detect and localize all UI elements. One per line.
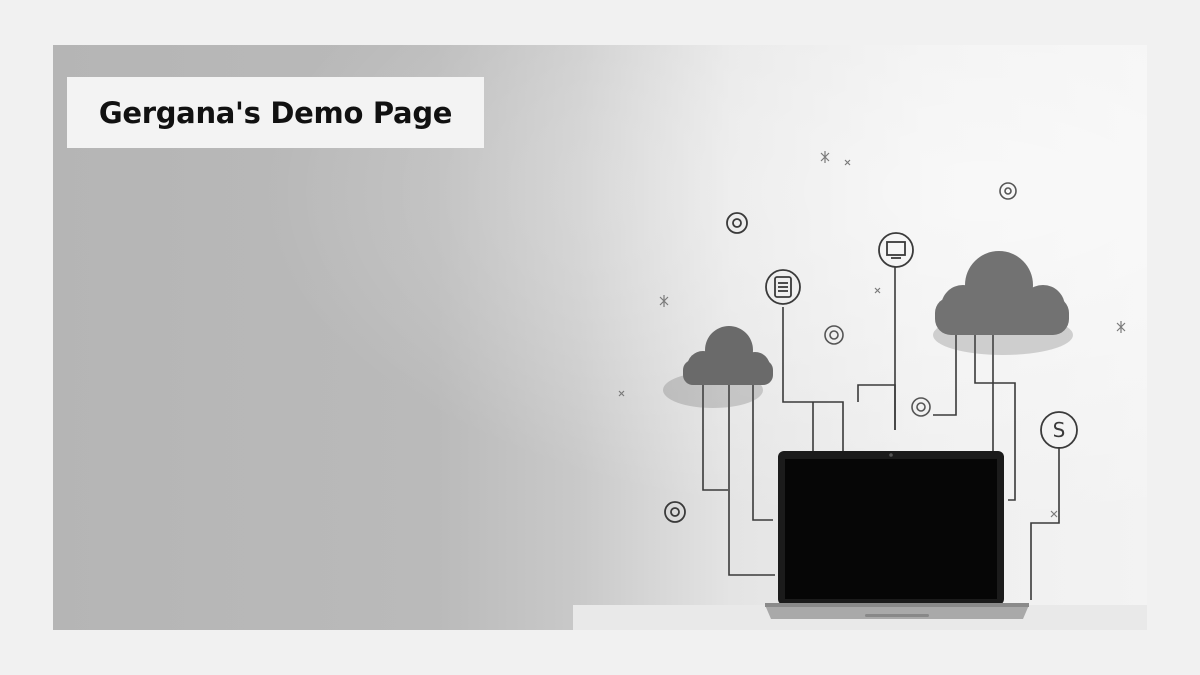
- circle-icon-small: [726, 212, 748, 234]
- circuit-lines: [702, 267, 1060, 600]
- cloud-icon: [933, 251, 1073, 355]
- svg-text:S: S: [1053, 418, 1066, 442]
- cloud-icon: [663, 326, 773, 408]
- monitor-icon: [878, 232, 914, 268]
- dollar-icon: S: [1040, 411, 1078, 449]
- laptop-icon: [765, 451, 1029, 619]
- document-icon: [765, 269, 801, 305]
- gear-icon: [911, 397, 931, 417]
- cloud-network-illustration: S: [573, 151, 1147, 630]
- gear-icon: [824, 325, 844, 345]
- page-title: Gergana's Demo Page: [98, 95, 453, 130]
- sparkle-icon: [618, 151, 1126, 518]
- circle-icon-left: [664, 501, 686, 523]
- gear-icon: [999, 182, 1017, 200]
- page-title-box: Gergana's Demo Page: [67, 77, 484, 148]
